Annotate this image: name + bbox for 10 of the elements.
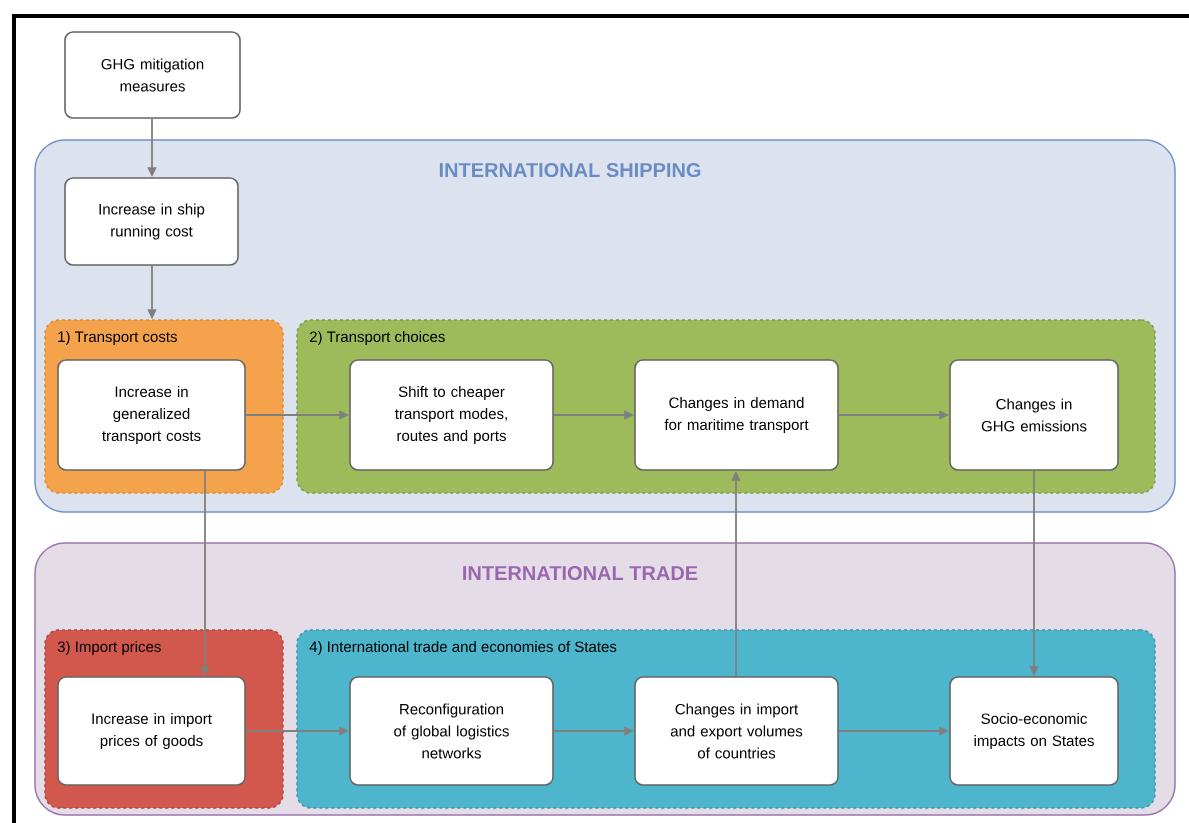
process-box: Increase in import prices of goods [57,676,246,786]
process-box: Changes in demand for maritime transport [634,359,839,471]
process-box: Increase in generalized transport costs [57,359,246,471]
process-box: Reconfiguration of global logistics networks [349,676,554,786]
process-box: Changes in GHG emissions [949,359,1119,471]
process-box: Changes in import and export volumes of countries [634,676,839,786]
process-box: Socio-economic impacts on States [949,676,1119,786]
process-box: GHG mitigation measures [64,31,241,119]
process-box: Increase in ship running cost [64,177,239,266]
process-box: Shift to cheaper transport modes, routes and ports [349,359,554,471]
